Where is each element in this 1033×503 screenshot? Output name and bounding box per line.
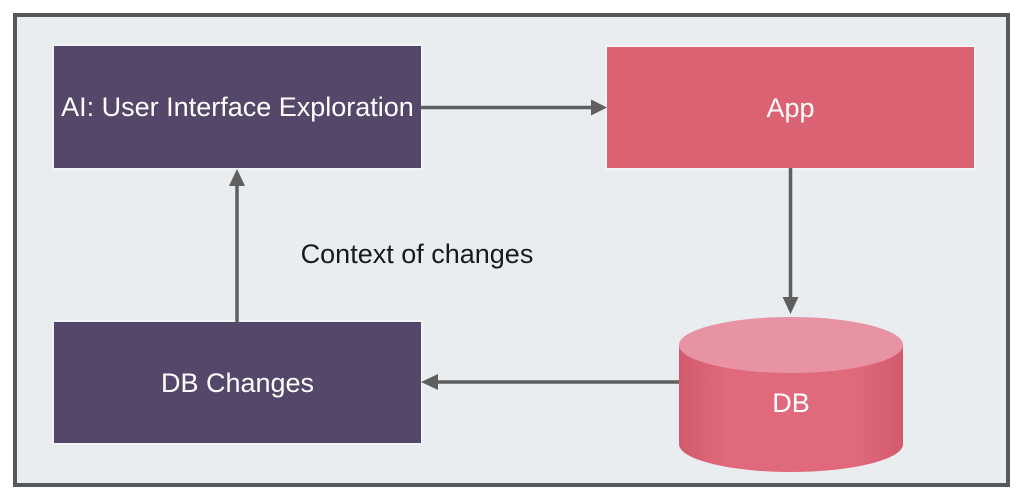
edge-label-context-of-changes: Context of changes xyxy=(300,239,534,269)
node-ai-label: AI: User Interface Exploration xyxy=(61,92,414,122)
cylinder-top xyxy=(679,317,903,373)
node-ai-user-interface-exploration: AI: User Interface Exploration xyxy=(54,46,421,168)
node-db-changes: DB Changes xyxy=(54,322,421,443)
node-app-label: App xyxy=(766,92,815,123)
node-db-label: DB xyxy=(772,388,810,418)
node-app: App xyxy=(607,47,974,168)
node-db-cylinder: DB xyxy=(679,317,903,472)
node-db-changes-label: DB Changes xyxy=(160,367,315,398)
